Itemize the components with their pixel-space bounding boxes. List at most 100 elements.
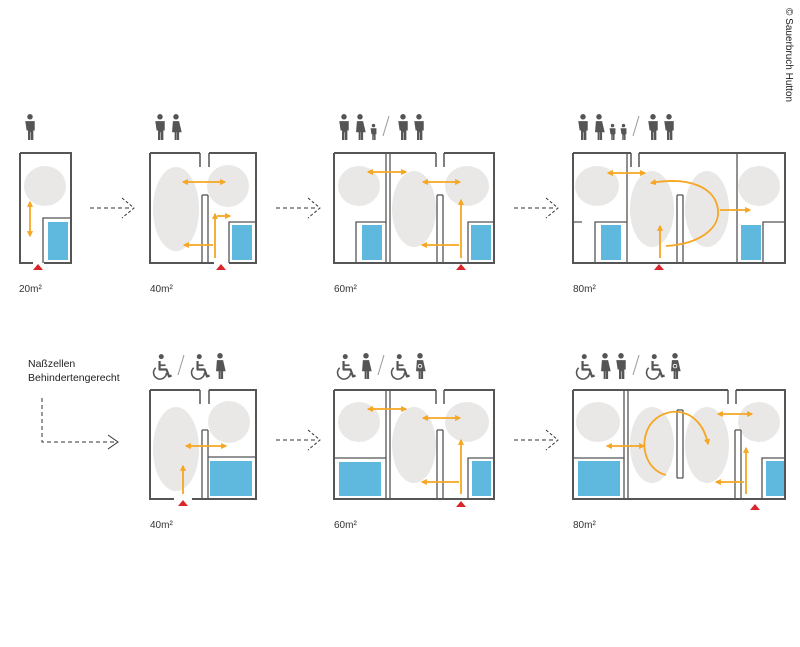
wheelchair-icon [152,354,172,380]
entrance-marker [216,264,226,270]
wheelchair-icon [390,354,410,380]
activity-zone [392,171,436,247]
activity-zone [630,407,674,483]
occupant-group [390,353,426,380]
man-icon [25,114,35,141]
activity-zone [207,165,249,207]
shower-fixture [601,225,621,260]
copyright-label: © Sauerbruch Hutton [783,8,794,102]
man-icon [648,114,658,141]
activity-zone [685,171,729,247]
group-separator [377,354,385,376]
occupant-group [648,114,674,141]
area-label: 40m² [150,284,173,295]
entrance-marker [33,264,43,270]
bathtub-fixture [210,461,252,496]
note-line-1: Naßzellen [28,358,75,370]
area-label: 40m² [150,520,173,531]
woman-icon [595,114,605,141]
group-separator [382,115,390,137]
activity-zone [338,166,380,206]
child-icon [620,123,627,141]
wheelchair-icon [645,354,665,380]
occupant-group [575,353,626,380]
activity-zone [445,166,489,206]
step-arrow [514,197,559,219]
group-separator [632,354,640,376]
area-label: 80m² [573,284,596,295]
accessible-bathroom-plan-40 [149,389,257,506]
bathroom-plan-80 [572,152,786,270]
wheelchair-icon [575,354,595,380]
woman-icon [601,353,611,379]
activity-zone [576,402,620,442]
shower-fixture [472,461,491,496]
shower-fixture [766,461,784,496]
occupant-group [398,114,424,141]
bathtub-fixture [339,462,381,496]
wheelchair-icon [336,354,356,380]
accessible-bathroom-plan-60 [333,389,495,507]
bathroom-plan-40 [149,152,257,270]
child-icon [609,123,616,141]
occupant-group [645,353,681,380]
step-arrow [276,429,321,451]
occupant-group [190,353,226,380]
group-separator [632,115,640,137]
man-icon [616,353,626,379]
step-arrow [90,197,135,219]
step-arrow [514,429,559,451]
man-icon [664,114,674,141]
area-label: 60m² [334,284,357,295]
occupant-group [339,114,377,141]
woman-icon [172,114,182,141]
bathroom-plan-20 [19,152,72,270]
child-icon [370,123,377,141]
movement-arrow [643,411,711,476]
man-icon [339,114,349,141]
man-icon [414,114,424,141]
shower-fixture [232,225,252,260]
movement-arrow [649,179,719,247]
occupant-group [336,353,372,380]
group-separator [177,354,185,376]
entrance-marker [456,264,466,270]
man-icon [398,114,408,141]
accessible-bathroom-plan-80 [572,389,786,510]
woman-icon [216,353,226,379]
area-label: 60m² [334,520,357,531]
activity-zone [153,167,199,251]
shower-fixture [471,225,491,260]
shower-fixture [48,222,68,260]
activity-zone [575,166,619,206]
occupant-group [155,114,182,141]
entrance-marker [178,500,188,506]
woman-baby-icon [416,353,426,379]
activity-zone [738,166,780,206]
activity-zone [153,407,199,491]
bathtub-fixture [578,461,620,496]
note-line-2: Behindertengerecht [28,372,120,384]
entrance-marker [654,264,664,270]
occupant-group [578,114,627,141]
occupant-group [25,114,35,141]
occupant-group [152,354,172,380]
activity-zone [445,402,489,442]
step-arrow [276,197,321,219]
woman-icon [356,114,366,141]
man-icon [155,114,165,141]
area-label: 20m² [19,284,42,295]
activity-zone [338,402,380,442]
woman-baby-icon [671,353,681,379]
bathroom-plan-60 [333,152,495,270]
activity-zone [24,166,66,206]
woman-icon [362,353,372,379]
shower-fixture [741,225,761,260]
note-pointer-arrow [41,398,119,450]
activity-zone [685,407,729,483]
man-icon [578,114,588,141]
wheelchair-icon [190,354,210,380]
activity-zone [208,401,250,443]
activity-zone [738,402,780,442]
